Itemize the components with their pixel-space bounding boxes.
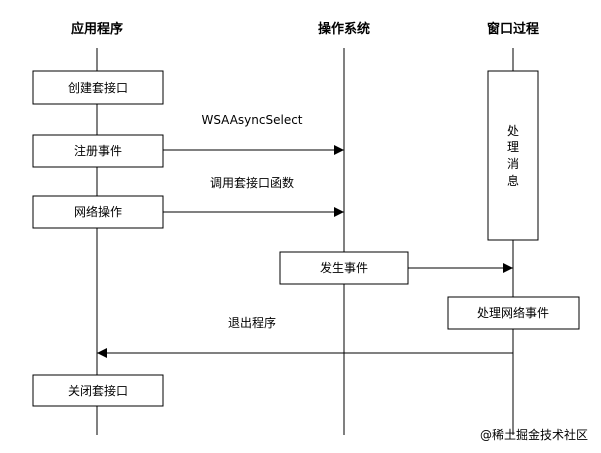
box-register-event-label: 注册事件	[74, 143, 122, 158]
box-process-message: 处 理 消 息	[487, 70, 539, 241]
lane-header-os: 操作系统	[318, 21, 370, 37]
watermark: @稀土掘金技术社区	[480, 427, 588, 442]
box-process-message-char-2: 理	[507, 140, 519, 154]
box-process-message-char-3: 消	[507, 157, 519, 171]
box-process-network-event: 处理网络事件	[447, 296, 580, 330]
lane-header-app: 应用程序	[71, 21, 123, 37]
box-process-message-char-4: 息	[507, 173, 519, 188]
box-register-event: 注册事件	[32, 134, 164, 168]
box-create-socket-label: 创建套接口	[68, 80, 128, 95]
box-network-op: 网络操作	[32, 195, 164, 229]
box-event-occurs: 发生事件	[279, 251, 409, 285]
box-event-occurs-label: 发生事件	[320, 260, 368, 275]
box-close-socket-label: 关闭套接口	[68, 383, 128, 398]
box-create-socket: 创建套接口	[32, 70, 164, 105]
arrow-exit-program-label: 退出程序	[228, 315, 276, 330]
box-process-network-event-label: 处理网络事件	[477, 305, 549, 320]
lane-header-window: 窗口过程	[487, 21, 539, 37]
box-network-op-label: 网络操作	[74, 204, 122, 219]
arrow-call-socket-function-label: 调用套接口函数	[210, 175, 294, 190]
arrow-wsa-async-select-label: WSAAsyncSelect	[201, 113, 302, 127]
box-close-socket: 关闭套接口	[32, 374, 164, 407]
box-process-message-char-1: 处	[507, 124, 519, 138]
